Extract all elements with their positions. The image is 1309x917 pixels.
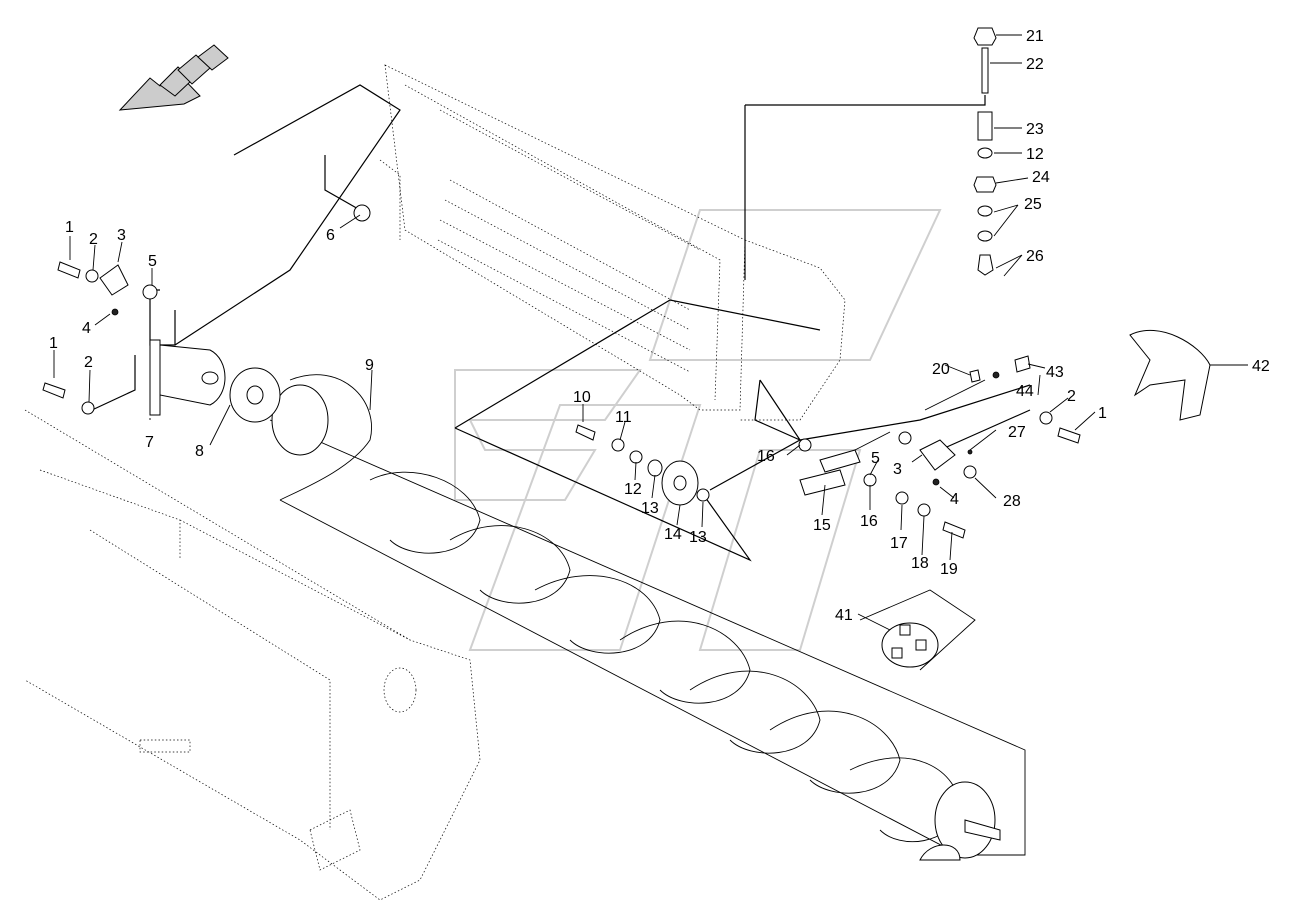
callout-42: 42 — [1252, 358, 1270, 375]
left-hardware — [42, 204, 371, 415]
callout-12-b: 12 — [1026, 146, 1044, 163]
callout-labels: 1 2 3 4 5 1 2 6 7 8 9 10 11 12 13 14 13 … — [49, 28, 1270, 624]
callout-13-b: 13 — [689, 529, 707, 546]
callout-24: 24 — [1032, 169, 1050, 186]
callout-8: 8 — [195, 443, 204, 460]
callout-26: 26 — [1026, 248, 1044, 265]
callout-3-b: 3 — [893, 461, 902, 478]
right-hardware — [798, 330, 1211, 539]
callout-11: 11 — [615, 409, 632, 426]
callout-2-a: 2 — [89, 231, 98, 248]
callout-3-a: 3 — [117, 227, 126, 244]
callout-pointers — [53, 34, 1248, 631]
callout-5-b: 5 — [871, 450, 880, 467]
callout-4-a: 4 — [82, 320, 91, 337]
callout-14: 14 — [664, 526, 682, 543]
callout-15: 15 — [813, 517, 831, 534]
callout-10: 10 — [573, 389, 591, 406]
callout-6: 6 — [326, 227, 335, 244]
callout-44: 44 — [1016, 383, 1034, 400]
adjuster-stack — [973, 27, 997, 276]
callout-4-b: 4 — [950, 491, 959, 508]
cover-plate-41 — [859, 589, 976, 671]
callout-1-a: 1 — [65, 219, 74, 236]
callout-41: 41 — [835, 607, 853, 624]
callout-43: 43 — [1046, 364, 1064, 381]
callout-7: 7 — [145, 434, 154, 451]
left-bracket-7 — [149, 339, 226, 416]
callout-27: 27 — [1008, 424, 1026, 441]
upper-housing — [379, 64, 846, 421]
header-frame — [24, 409, 481, 901]
callout-18: 18 — [911, 555, 929, 572]
callout-22: 22 — [1026, 56, 1044, 73]
callout-19: 19 — [940, 561, 958, 578]
callout-20: 20 — [932, 361, 950, 378]
watermark — [454, 209, 942, 651]
callout-28: 28 — [1003, 493, 1021, 510]
callout-13-a: 13 — [641, 500, 659, 517]
callout-5-a: 5 — [148, 253, 157, 270]
callout-1-c: 1 — [1098, 405, 1107, 422]
callout-21: 21 — [1026, 28, 1044, 45]
direction-arrow-icon — [118, 44, 229, 111]
callout-17: 17 — [890, 535, 908, 552]
callout-12-a: 12 — [624, 481, 642, 498]
callout-2-c: 2 — [1067, 388, 1076, 405]
washer-8 — [229, 367, 281, 423]
callout-16-a: 16 — [757, 448, 775, 465]
callout-23: 23 — [1026, 121, 1044, 138]
callout-2-b: 2 — [84, 354, 93, 371]
middle-hardware — [575, 424, 710, 506]
callout-9: 9 — [365, 357, 374, 374]
callout-16-b: 16 — [860, 513, 878, 530]
callout-25: 25 — [1024, 196, 1042, 213]
leader-lines — [91, 84, 1031, 562]
callout-1-b: 1 — [49, 335, 58, 352]
auger — [269, 374, 1026, 861]
